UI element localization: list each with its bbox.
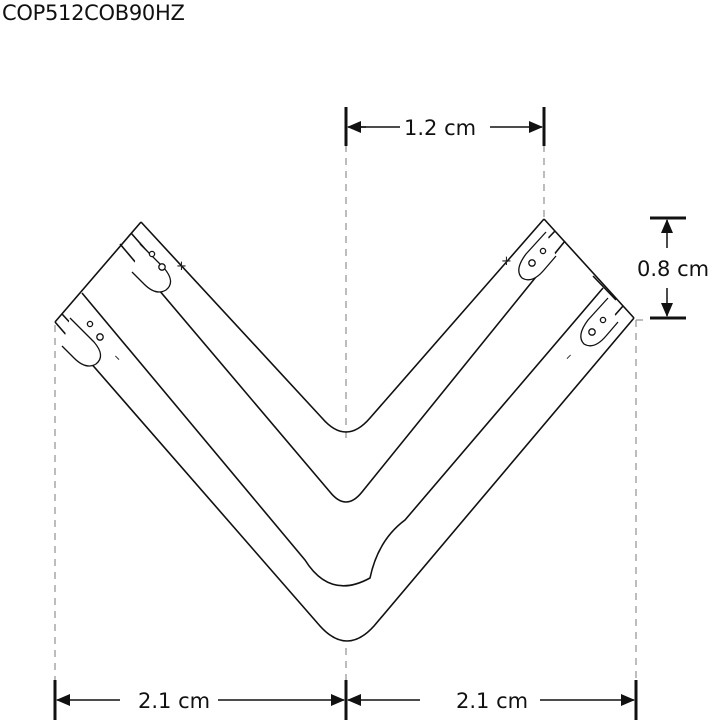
contact-pads xyxy=(61,231,619,367)
polarity-right-top: + xyxy=(501,254,512,269)
pad-left-bottom xyxy=(61,317,104,367)
polarity-right-bottom: – xyxy=(561,349,576,364)
pad-right-bottom xyxy=(580,297,619,347)
dimension-height: 0.8 cm xyxy=(637,216,709,320)
dimension-label-bottom-left: 2.1 cm xyxy=(138,689,210,713)
dimension-label-top: 1.2 cm xyxy=(404,116,476,140)
dimension-label-bottom-right: 2.1 cm xyxy=(456,689,528,713)
product-code-title: COP512COB90HZ xyxy=(2,1,185,25)
dimension-bottom: 2.1 cm 2.1 cm xyxy=(53,680,638,720)
pad-right-top xyxy=(518,231,557,281)
pad-left-top xyxy=(131,243,172,293)
dimension-top-width: 1.2 cm xyxy=(344,107,546,146)
extension-lines xyxy=(54,145,648,690)
polarity-left-top: + xyxy=(176,259,187,274)
dimension-label-height: 0.8 cm xyxy=(637,257,709,281)
polarity-left-bottom: – xyxy=(110,350,125,365)
